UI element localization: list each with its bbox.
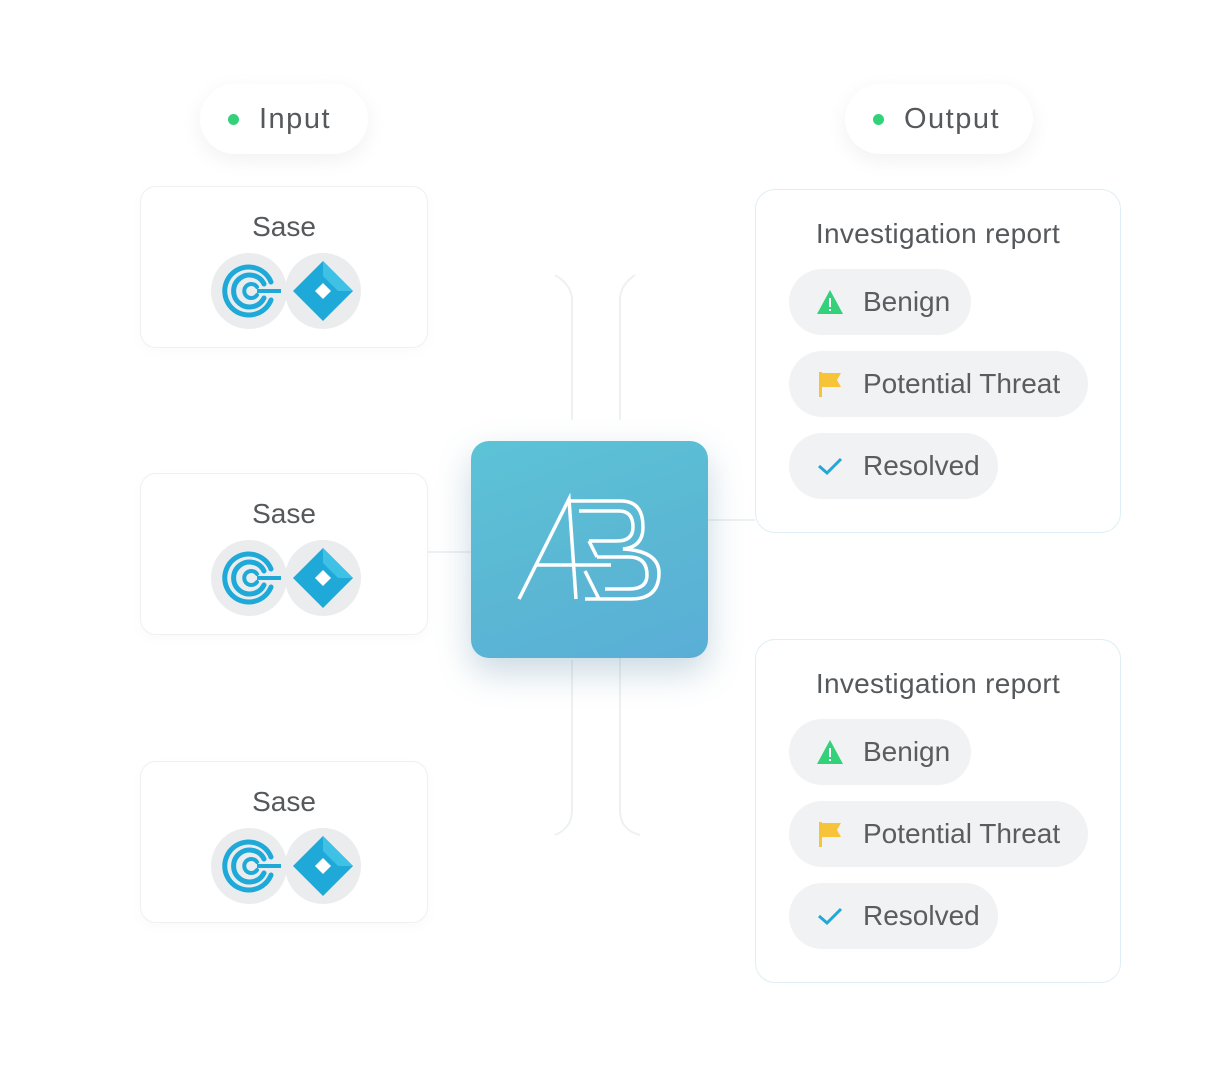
status-chip-resolved[interactable]: Resolved [789,883,998,949]
circular-c-logo-icon [211,253,287,329]
status-label: Benign [863,736,951,767]
report-title: Investigation report [815,218,1061,249]
diamond-logo-icon [285,540,361,616]
source-card-title: Sase [252,498,316,529]
flag-icon [819,822,841,847]
status-chip-resolved[interactable]: Resolved [789,433,998,499]
warning-triangle-icon [817,290,843,314]
flag-icon [819,372,841,397]
diamond-logo-icon [285,253,361,329]
investigation-report-card[interactable]: Investigation report Benign Potential Th… [755,189,1121,533]
status-chip-potential-threat[interactable]: Potential Threat [789,351,1088,417]
status-chip-benign[interactable]: Benign [789,719,971,785]
diamond-logo-icon [285,828,361,904]
source-icons [211,540,362,616]
status-label: Resolved [863,900,980,931]
investigation-report-card[interactable]: Investigation report Benign Potential Th… [755,639,1121,983]
source-card-title: Sase [252,211,316,242]
status-dot-icon [228,113,239,125]
output-header-label: Output [904,102,1001,135]
status-chip-benign[interactable]: Benign [789,269,971,335]
circular-c-logo-icon [211,540,287,616]
source-card-title: Sase [252,786,316,817]
status-label: Resolved [863,450,980,481]
ab-logo-icon [517,492,661,601]
circular-c-logo-icon [211,828,287,904]
input-header: Input [200,84,368,154]
source-card[interactable]: Sase [140,186,428,348]
report-title: Investigation report [815,668,1061,699]
warning-triangle-icon [817,740,843,764]
status-label: Potential Threat [863,368,1061,399]
source-card[interactable]: Sase [140,473,428,635]
source-card[interactable]: Sase [140,761,428,923]
status-label: Benign [863,286,951,317]
ab-logo-tile [471,441,708,658]
checkmark-icon [818,457,843,476]
source-icons [211,253,362,329]
status-label: Potential Threat [863,818,1061,849]
checkmark-icon [818,907,843,926]
status-chip-potential-threat[interactable]: Potential Threat [789,801,1088,867]
status-dot-icon [873,113,884,125]
source-icons [211,828,362,904]
output-header: Output [845,84,1033,154]
input-header-label: Input [259,102,331,135]
